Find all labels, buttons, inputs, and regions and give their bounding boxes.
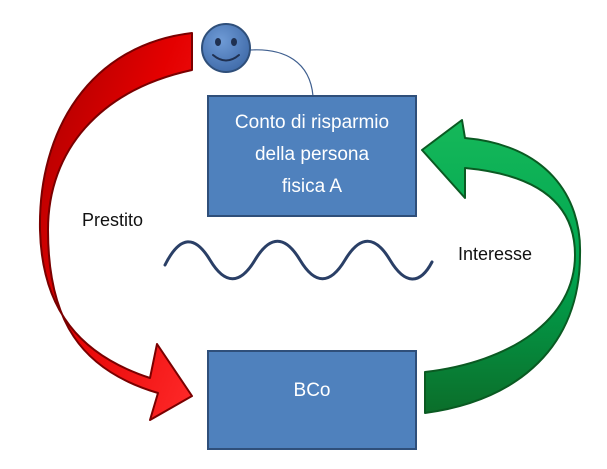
person-smiley — [201, 23, 251, 73]
loan-label: Prestito — [82, 210, 143, 230]
green-curved-arrow-icon — [421, 119, 582, 414]
savings-account-line-3: fisica A — [282, 176, 343, 197]
savings-account-line-2: della persona — [255, 144, 370, 165]
loan-arrow — [38, 32, 193, 421]
smiley-face-icon — [201, 23, 251, 73]
interest-arrow — [421, 119, 582, 414]
smiley-left-eye — [215, 38, 221, 46]
savings-account-box: Conto di risparmio della persona fisica … — [207, 95, 417, 217]
bank-label: BCo — [294, 380, 331, 401]
bank-box: BCo — [207, 350, 417, 450]
savings-account-rect — [207, 95, 417, 217]
sine-wave-icon — [163, 239, 434, 281]
savings-account-line-1: Conto di risparmio — [235, 112, 389, 133]
smiley-right-eye — [231, 38, 237, 46]
red-curved-arrow-icon — [38, 32, 193, 421]
smiley-mouth — [212, 54, 240, 62]
bank-rect — [207, 350, 417, 450]
interest-label: Interesse — [458, 244, 532, 264]
person-connector-line — [249, 49, 314, 97]
